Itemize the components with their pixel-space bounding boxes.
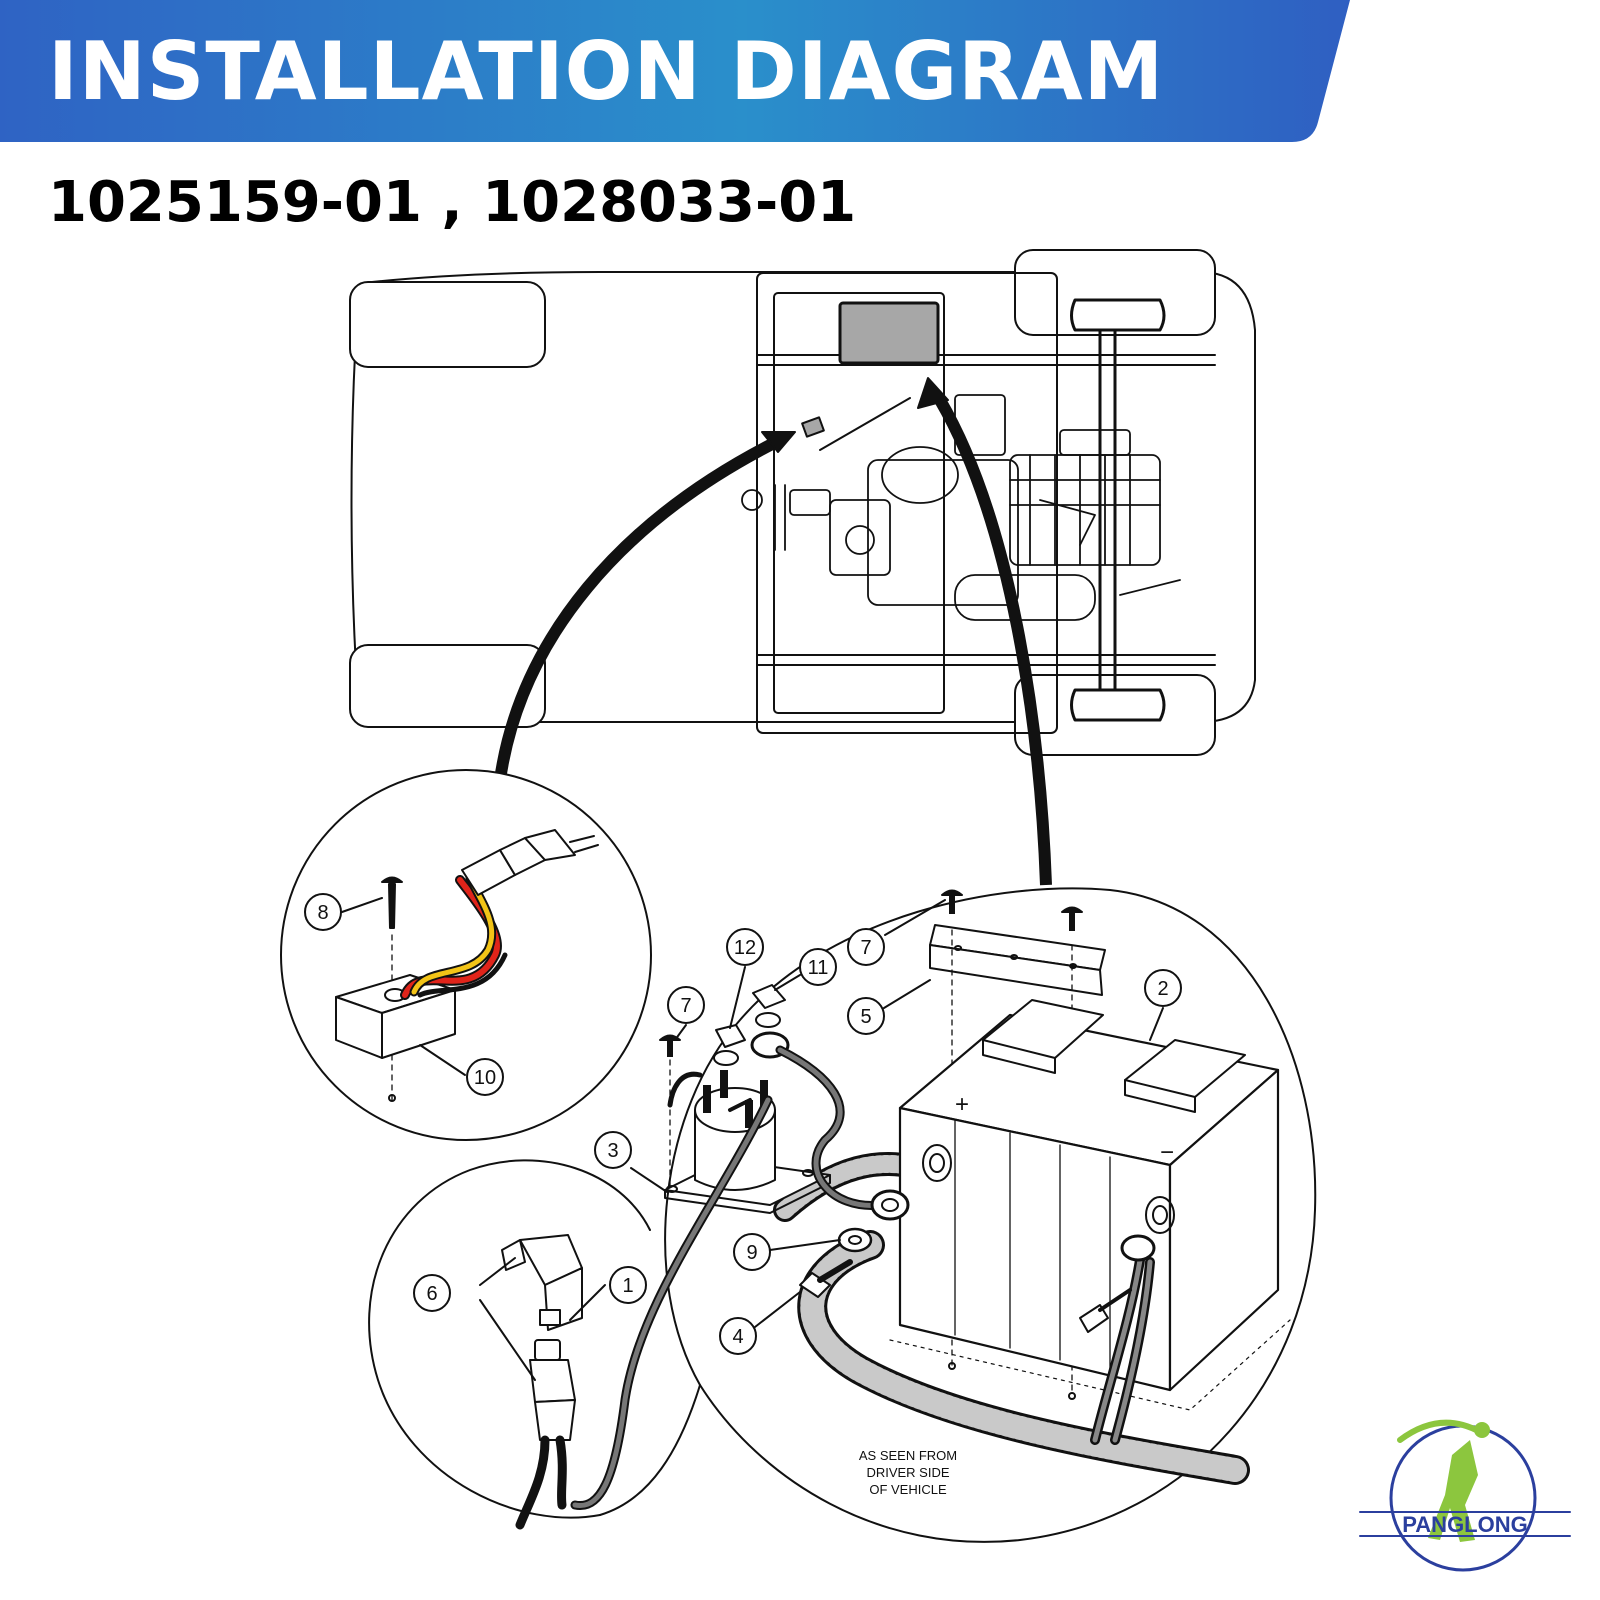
positive-terminal-label: + bbox=[955, 1091, 969, 1118]
callout-4: 4 bbox=[732, 1326, 743, 1348]
fuse-holder-icon bbox=[501, 1234, 583, 1530]
nut-icon bbox=[750, 984, 790, 1059]
callout-7-solenoid: 7 bbox=[680, 995, 691, 1017]
battery-detail-circle: + − bbox=[570, 887, 1317, 1543]
sensor-wires bbox=[400, 873, 508, 1000]
callout-3: 3 bbox=[607, 1140, 618, 1162]
note-line-2: DRIVER SIDE bbox=[866, 1465, 949, 1480]
callout-7-bracket: 7 bbox=[860, 937, 871, 959]
callout-8: 8 bbox=[317, 902, 328, 924]
callout-1: 1 bbox=[622, 1275, 633, 1297]
module-detail-circle: 8 10 bbox=[280, 769, 652, 1141]
callout-6: 6 bbox=[426, 1283, 437, 1305]
location-arrows bbox=[494, 377, 1052, 886]
solenoid-cables bbox=[570, 1045, 910, 1510]
negative-terminal-label: − bbox=[1160, 1139, 1174, 1166]
callout-11: 11 bbox=[808, 957, 829, 979]
callout-5: 5 bbox=[860, 1006, 871, 1028]
callout-10: 10 bbox=[474, 1067, 496, 1089]
connector-icon bbox=[461, 829, 599, 896]
callouts: 12 11 7 7 5 2 3 9 4 bbox=[594, 899, 1182, 1355]
view-note: AS SEEN FROM DRIVER SIDE OF VEHICLE bbox=[859, 1448, 957, 1497]
header-banner bbox=[0, 0, 1350, 142]
brand-logo: PANGLONG bbox=[1359, 1419, 1571, 1572]
callout-12: 12 bbox=[734, 937, 756, 959]
fuse-detail-circle: 6 1 bbox=[368, 1159, 701, 1530]
logo-text: PANGLONG bbox=[1402, 1512, 1527, 1537]
page-title: INSTALLATION DIAGRAM bbox=[48, 25, 1165, 118]
negative-cables bbox=[1079, 1234, 1156, 1445]
battery-icon: + − bbox=[889, 999, 1291, 1411]
callout-9: 9 bbox=[746, 1242, 757, 1264]
part-numbers: 1025159-01 , 1028033-01 bbox=[48, 170, 857, 235]
note-line-3: OF VEHICLE bbox=[869, 1482, 947, 1497]
note-line-1: AS SEEN FROM bbox=[859, 1448, 957, 1463]
vehicle-top-view bbox=[349, 249, 1256, 756]
nut-icon bbox=[713, 1024, 746, 1066]
hold-down-bracket bbox=[929, 889, 1106, 1400]
screw-icon bbox=[659, 1034, 681, 1186]
bolt-icon bbox=[799, 1227, 873, 1298]
solenoid-icon bbox=[664, 1070, 831, 1214]
callout-2: 2 bbox=[1157, 978, 1168, 1000]
